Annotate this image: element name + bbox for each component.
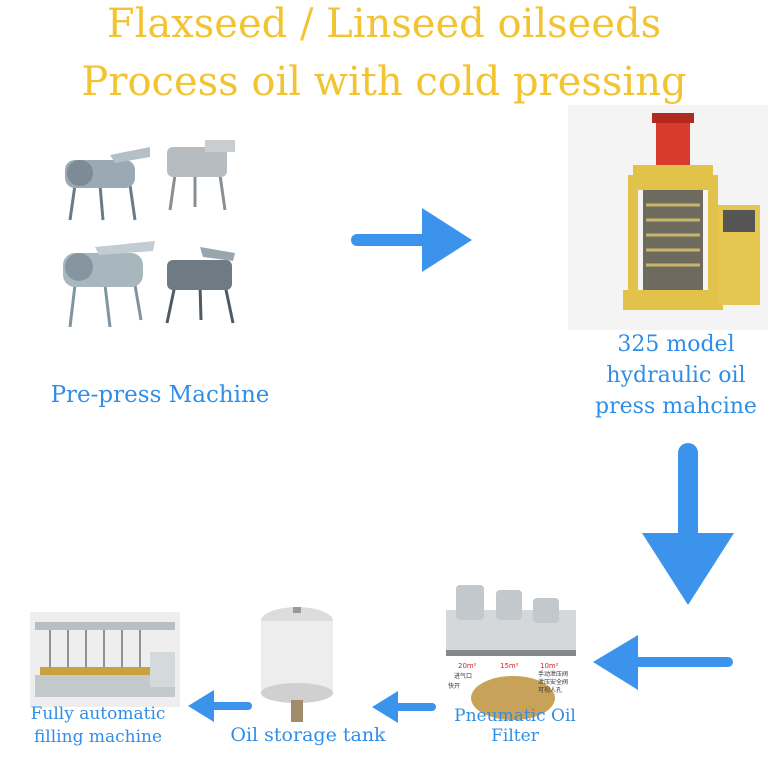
title-line-2: Process oil with cold pressing: [81, 59, 687, 105]
hydraulic-press-label-line2: hydraulic oil: [606, 363, 746, 388]
filling-machine-label-line1: Fully automatic: [30, 704, 166, 724]
filter-callout-2: 快开: [448, 682, 460, 690]
arrow-left-icon: [593, 635, 733, 690]
arrow-left-icon-2: [372, 691, 436, 723]
filling-machine-image: [30, 612, 180, 707]
arrow-right-icon: [351, 208, 472, 272]
hydraulic-press-label-line3: press mahcine: [595, 394, 757, 419]
prepress-machines-image: [63, 140, 235, 328]
filter-size-label-2: 15m²: [500, 662, 519, 670]
filter-callout-3: 手动泄压阀: [538, 670, 568, 678]
hydraulic-press-label-line1: 325 model: [617, 332, 735, 357]
hydraulic-press-image: [568, 105, 768, 330]
filter-callout-1: 进气口: [454, 672, 472, 680]
title-line-1: Flaxseed / Linseed oilseeds: [106, 1, 662, 47]
filter-callout-4: 泄压安全阀: [538, 678, 568, 686]
prepress-machine-label: Pre-press Machine: [50, 382, 270, 408]
filter-size-label-3: 10m²: [540, 662, 559, 670]
filter-callout-5: 可视人孔: [538, 686, 562, 694]
arrow-left-icon-3: [188, 690, 252, 722]
arrow-down-icon: [642, 443, 734, 605]
filling-machine-label-line2: filling machine: [33, 727, 163, 747]
storage-tank-label: Oil storage tank: [230, 724, 386, 746]
filter-size-label-1: 20m²: [458, 662, 477, 670]
storage-tank-image: [261, 607, 333, 722]
oil-filter-label: Pneumatic Oil Filter: [454, 706, 576, 746]
oil-filter-image: 20m² 15m² 10m² 进气口 快开 手动泄压阀 泄压安全阀 可视人孔: [446, 585, 576, 720]
